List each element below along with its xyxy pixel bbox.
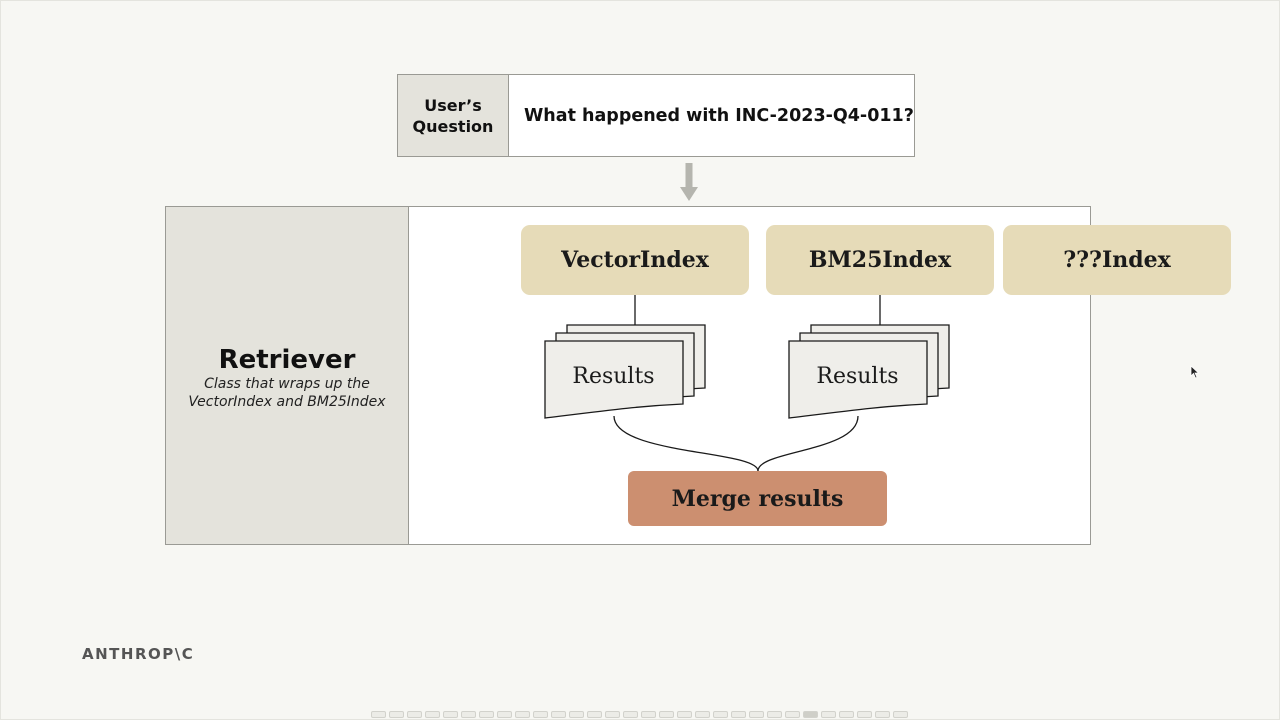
user-question-label-line1: User’s xyxy=(424,95,482,115)
slide-thumbnail[interactable] xyxy=(677,711,692,718)
slide-navigator[interactable] xyxy=(371,711,908,719)
user-question-label: User’s Question xyxy=(398,75,509,156)
slide-thumbnail[interactable] xyxy=(623,711,638,718)
slide-thumbnail[interactable] xyxy=(389,711,404,718)
slide-thumbnail[interactable] xyxy=(533,711,548,718)
user-question-text: What happened with INC-2023-Q4-011? xyxy=(524,105,914,126)
slide-thumbnail[interactable] xyxy=(803,711,818,718)
slide-thumbnail[interactable] xyxy=(857,711,872,718)
slide-thumbnail[interactable] xyxy=(731,711,746,718)
connector-results1-to-merge xyxy=(613,415,759,472)
slide-thumbnail[interactable] xyxy=(425,711,440,718)
results-stack-vector xyxy=(544,324,706,419)
slide-thumbnail[interactable] xyxy=(749,711,764,718)
slide-thumbnail[interactable] xyxy=(839,711,854,718)
retriever-title: Retriever xyxy=(218,344,356,375)
slide-thumbnail[interactable] xyxy=(767,711,782,718)
slide-thumbnail[interactable] xyxy=(569,711,584,718)
slide-thumbnail[interactable] xyxy=(371,711,386,718)
slide-thumbnail[interactable] xyxy=(515,711,530,718)
slide-thumbnail[interactable] xyxy=(641,711,656,718)
mouse-cursor-icon xyxy=(1190,365,1200,379)
slide-thumbnail[interactable] xyxy=(785,711,800,718)
unknown-index-box: ???Index xyxy=(1003,225,1231,295)
retriever-panel: Retriever Class that wraps up the Vector… xyxy=(166,207,409,544)
results-label-vector: Results xyxy=(572,364,655,389)
slide-thumbnail[interactable] xyxy=(605,711,620,718)
down-arrow-icon xyxy=(680,163,698,201)
retriever-description: Class that wraps up the VectorIndex and … xyxy=(172,375,402,411)
results-stack-bm25 xyxy=(788,324,950,419)
user-question-label-line2: Question xyxy=(412,116,494,136)
retriever-description-line2: VectorIndex and BM25Index xyxy=(188,393,386,410)
slide-thumbnail[interactable] xyxy=(695,711,710,718)
slide-thumbnail[interactable] xyxy=(893,711,908,718)
slide-thumbnail[interactable] xyxy=(551,711,566,718)
retriever-description-line1: Class that wraps up the xyxy=(204,375,370,392)
vector-index-box: VectorIndex xyxy=(521,225,749,295)
merge-results-box: Merge results xyxy=(628,471,887,526)
user-question-box: User’s Question What happened with INC-2… xyxy=(397,74,915,157)
slide-thumbnail[interactable] xyxy=(461,711,476,718)
bm25-index-box: BM25Index xyxy=(766,225,994,295)
slide-thumbnail[interactable] xyxy=(587,711,602,718)
slide-thumbnail[interactable] xyxy=(497,711,512,718)
slide-thumbnail[interactable] xyxy=(479,711,494,718)
slide-thumbnail[interactable] xyxy=(713,711,728,718)
slide-thumbnail[interactable] xyxy=(659,711,674,718)
slide-thumbnail[interactable] xyxy=(821,711,836,718)
slide-thumbnail[interactable] xyxy=(443,711,458,718)
connector-results2-to-merge xyxy=(757,415,859,472)
results-label-bm25: Results xyxy=(816,364,899,389)
anthropic-logo: ANTHROP\C xyxy=(82,645,195,663)
slide-thumbnail[interactable] xyxy=(875,711,890,718)
slide-thumbnail[interactable] xyxy=(407,711,422,718)
